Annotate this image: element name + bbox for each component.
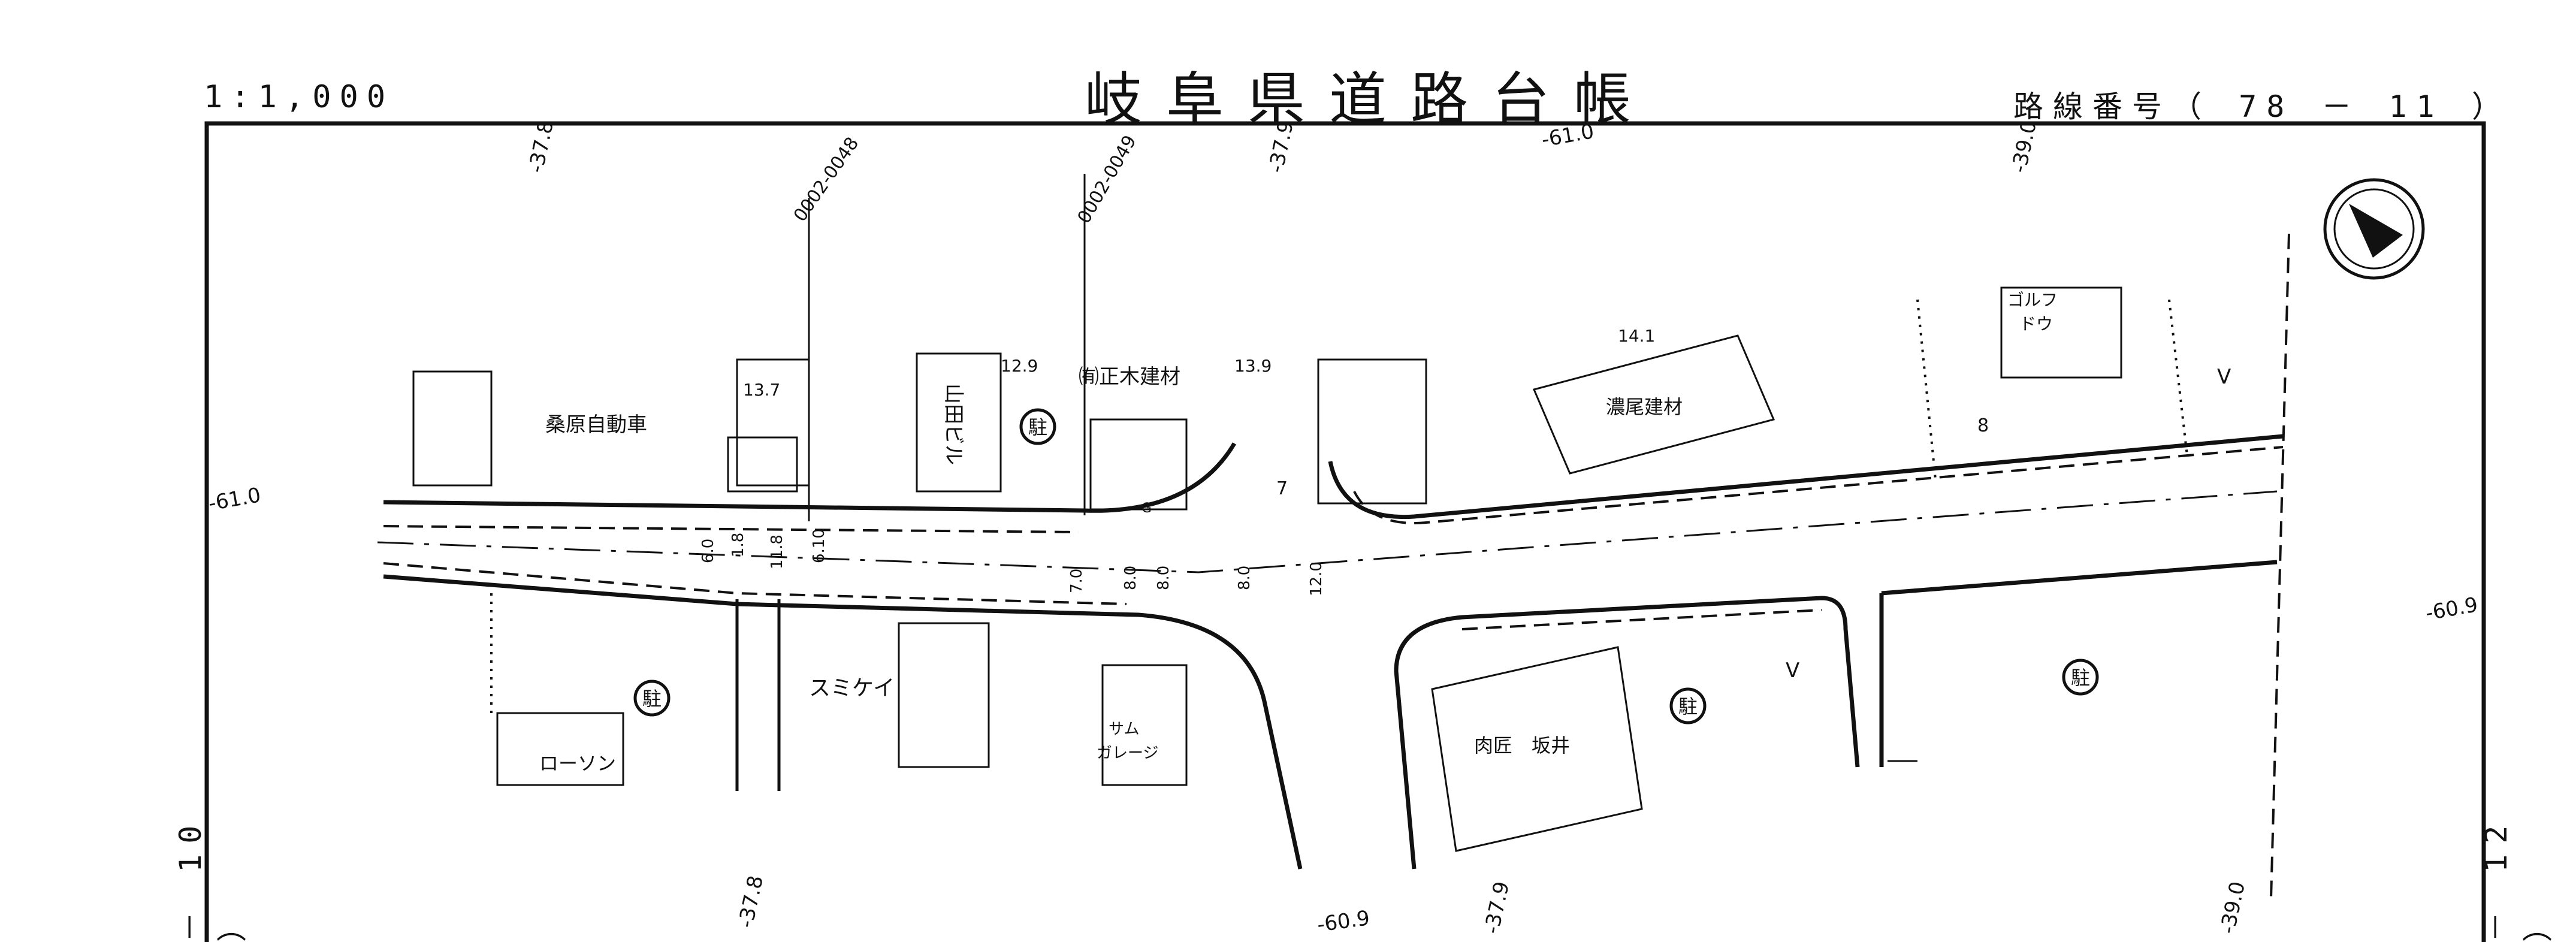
elevation-label: 14.1 xyxy=(1618,326,1655,346)
building-outline xyxy=(1317,358,1427,505)
map-frame xyxy=(204,121,2486,942)
road-edge-south-west xyxy=(383,574,1303,869)
svg-text:駐: 駐 xyxy=(1028,416,1047,439)
width-label: 6.10 xyxy=(810,529,828,563)
svg-text:駐: 駐 xyxy=(2071,666,2090,689)
sidewalk-north-west xyxy=(383,525,1079,533)
parking-icon: 駐 xyxy=(2062,659,2099,696)
coord-bottom: -37.9 xyxy=(1480,879,1514,935)
coord-right: -60.9 xyxy=(2424,593,2480,626)
sidewalk-north-east xyxy=(1353,446,2284,524)
north-arrow-icon xyxy=(2323,178,2425,280)
width-label: 7.0 xyxy=(1068,569,1086,593)
lot-number: 8 xyxy=(1977,415,1989,436)
width-label: 8.0 xyxy=(1155,566,1173,590)
coord-top: -37.9 xyxy=(1264,118,1298,174)
building-label: 桑原自動車 xyxy=(545,413,647,437)
sidewalk-south-west xyxy=(383,562,1127,605)
building-label: ドウ xyxy=(2019,314,2053,334)
road-edge-south-far-east xyxy=(1879,560,2278,767)
coord-left: -61.0 xyxy=(207,483,263,516)
route-number: 路線番号（ 78 － 11 ） xyxy=(2013,89,2511,124)
property-boundary xyxy=(1916,299,2188,480)
parking-icon: 駐 xyxy=(1019,408,1056,445)
road-edge-north-west xyxy=(383,442,1237,513)
building-label: ローソン xyxy=(539,752,616,775)
building-outline xyxy=(412,370,493,487)
sumikei-building xyxy=(898,622,990,768)
sidewalk-south-east xyxy=(1461,609,1822,630)
golf-building xyxy=(2000,286,2122,379)
elevation-label: 13.7 xyxy=(743,380,780,400)
width-label: 6.0 xyxy=(699,539,717,563)
road-centerline xyxy=(377,490,2278,573)
width-label: 8.0 xyxy=(1236,566,1254,590)
lawson-building xyxy=(496,712,624,786)
elevation-label: 13.9 xyxy=(1234,356,1272,376)
building-label: サム xyxy=(1109,720,1139,738)
survey-lead-lines xyxy=(808,174,1086,521)
building-label: 濃尾建材 xyxy=(1606,395,1683,418)
coord-bottom: -60.9 xyxy=(1316,906,1372,937)
building-outline xyxy=(727,436,798,493)
building-label: スミケイ xyxy=(809,676,895,701)
garage-marker: G xyxy=(1141,501,1152,516)
building-label: ゴルフ xyxy=(2007,290,2058,310)
svg-text:駐: 駐 xyxy=(1678,695,1698,718)
elevation-label: 12.9 xyxy=(1001,356,1038,376)
property-boundary xyxy=(2270,233,2290,899)
check-mark: V xyxy=(1786,659,1799,683)
survey-point-label: 0002-0049 xyxy=(1074,132,1141,227)
nikusho-building xyxy=(1431,646,1643,852)
side-road-west xyxy=(735,599,781,791)
building-label: ガレージ xyxy=(1097,744,1158,762)
building-label: 肉匠 坂井 xyxy=(1474,734,1570,757)
building-outline xyxy=(736,358,810,487)
width-label: 12.0 xyxy=(1307,561,1325,596)
parking-icon: 駐 xyxy=(1669,687,1707,724)
scale-label: 1:1,000 xyxy=(204,79,394,115)
coord-bottom: -37.8 xyxy=(734,873,768,929)
survey-point-label: 0002-0048 xyxy=(790,134,863,226)
noubi-building xyxy=(1532,334,1775,475)
svg-text:駐: 駐 xyxy=(642,687,662,710)
masaki-yard xyxy=(1089,418,1188,511)
coord-bottom: -39.0 xyxy=(2216,879,2250,935)
coord-top: -39.0 xyxy=(2007,118,2042,174)
coord-top: -37.8 xyxy=(524,118,558,174)
road-edge-north-east xyxy=(1328,434,2284,520)
building-label: 山田ビル xyxy=(941,384,965,465)
width-label: 11.8 xyxy=(768,535,786,569)
check-mark: V xyxy=(2217,365,2231,389)
width-label: 8.0 xyxy=(1122,566,1140,590)
building-label: ㈲正木建材 xyxy=(1079,365,1180,389)
width-label: 1.8 xyxy=(729,533,747,557)
parking-icon: 駐 xyxy=(633,680,671,717)
garage-building xyxy=(1101,664,1188,786)
lot-number: 7 xyxy=(1276,478,1288,499)
yamada-building xyxy=(916,352,1002,493)
road-edge-south-east xyxy=(1394,596,1860,869)
